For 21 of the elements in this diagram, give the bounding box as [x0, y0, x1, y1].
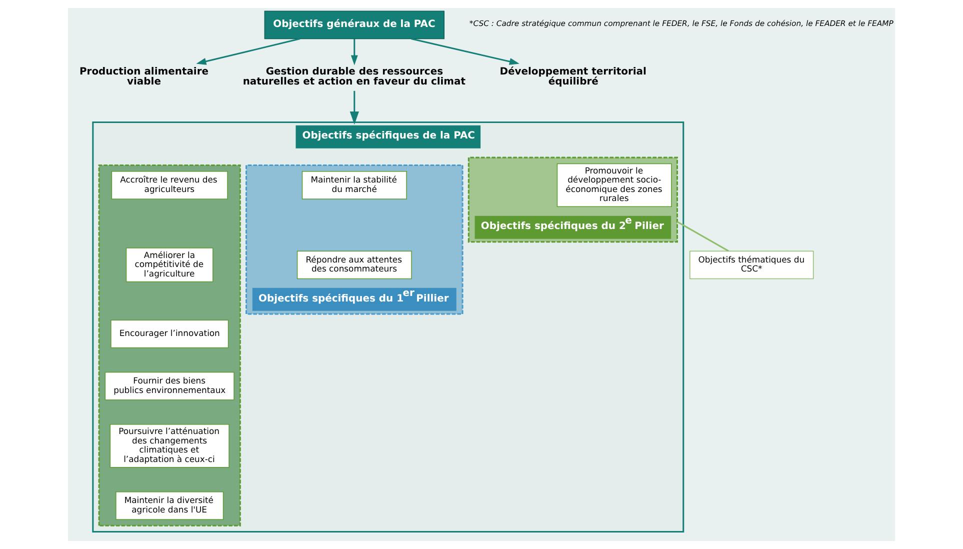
node-box: Encourager l’innovation: [110, 320, 229, 348]
node-box: Répondre aux attentes des consommateurs: [296, 250, 412, 280]
node-box: Maintenir la diversité agricole dans l'UE: [116, 492, 224, 520]
node-box: Maintenir la stabilité du marché: [302, 170, 407, 200]
node-text: Production alimentaire viable: [80, 66, 209, 88]
connector: [676, 221, 729, 252]
arrow: [196, 38, 300, 65]
node-box: Améliorer la compétitivité de l’agriculture: [126, 248, 214, 282]
node-box: Fournir des biens publics environnementaux: [104, 372, 234, 400]
label: *CSC : Cadre stratégique commun comprenant le FEDER, le FSE, le Fonds de cohésion, le FEADER et le FEAMP: [469, 19, 894, 28]
node-box: Promouvoir le développement socio-économique des zones rurales: [556, 163, 672, 208]
node-box: Accroître le revenu des agriculteurs: [111, 170, 228, 200]
node-box: Objectifs thématiques du CSC*: [690, 250, 814, 280]
node-text: Développement territorial équilibré: [500, 66, 646, 88]
arrow: [410, 38, 520, 65]
node-box: Poursuivre l’atténuation des changements climatiques et l’adaptation à ceux-ci: [110, 424, 230, 468]
cluster: [98, 164, 241, 526]
node-text: Gestion durable des ressources naturelles et action en faveur du climat: [242, 66, 466, 88]
arrow: [350, 90, 359, 125]
node-box: Objectifs généraux de la PAC: [264, 10, 444, 40]
arrow: [350, 38, 358, 66]
